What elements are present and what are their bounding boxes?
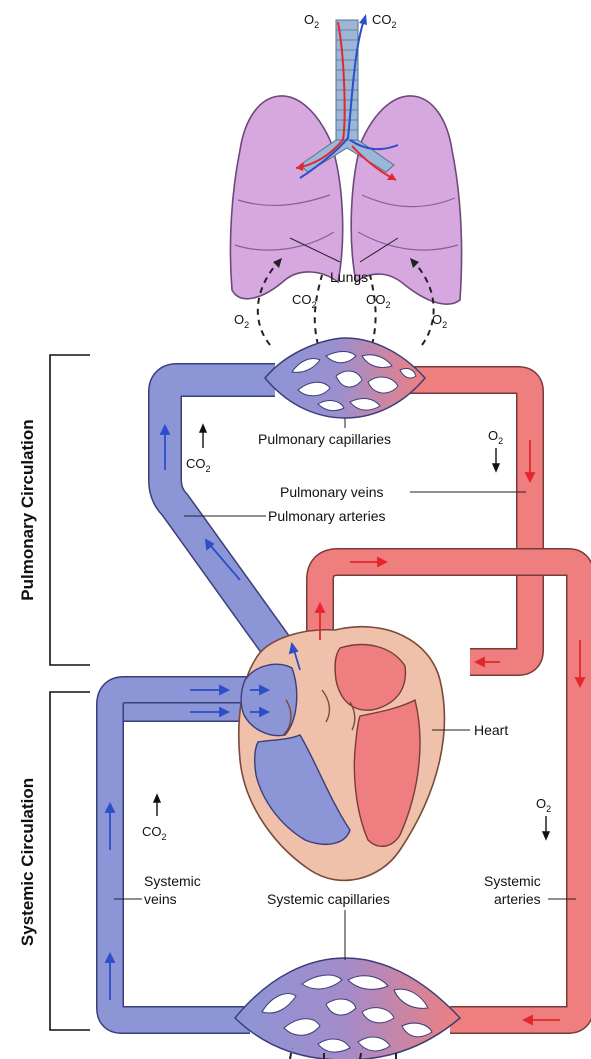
pulmonary-capillaries-label: Pulmonary capillaries bbox=[258, 431, 391, 447]
systemic-arteries-label-line2: arteries bbox=[494, 891, 541, 907]
pulmonary-co2-up-arrow bbox=[200, 425, 206, 448]
heart bbox=[239, 627, 445, 881]
pulmonary-co2-label: CO2 bbox=[186, 456, 211, 474]
pulmonary-veins-label: Pulmonary veins bbox=[280, 484, 384, 500]
lungs bbox=[230, 14, 461, 304]
pulmonary-bracket bbox=[50, 355, 90, 665]
pulmonary-o2-down-arrow bbox=[493, 448, 499, 471]
pulmonary-circulation-label: Pulmonary Circulation bbox=[18, 419, 37, 600]
systemic-bracket bbox=[50, 692, 90, 1030]
systemic-o2-label: O2 bbox=[536, 796, 551, 814]
systemic-veins-label-line1: Systemic bbox=[144, 873, 201, 889]
lungs-label: Lungs bbox=[330, 269, 368, 285]
lung-co2-left-label: CO2 bbox=[292, 292, 317, 310]
trachea-co2-label: CO2 bbox=[372, 12, 397, 30]
systemic-veins-label-line2: veins bbox=[144, 891, 177, 907]
heart-label: Heart bbox=[474, 722, 508, 738]
lung-o2-left-label: O2 bbox=[234, 312, 249, 330]
pulmonary-o2-label: O2 bbox=[488, 428, 503, 446]
lung-co2-right-label: CO2 bbox=[366, 292, 391, 310]
systemic-o2-down-arrow bbox=[543, 816, 549, 839]
trachea-o2-label: O2 bbox=[304, 12, 319, 30]
systemic-vein-vessel bbox=[110, 690, 250, 1020]
pulmonary-arteries-label: Pulmonary arteries bbox=[268, 508, 386, 524]
pulmonary-vein-vessel bbox=[410, 380, 530, 662]
systemic-co2-up-arrow bbox=[154, 795, 160, 816]
systemic-circulation-label: Systemic Circulation bbox=[18, 778, 37, 946]
systemic-capillaries-label: Systemic capillaries bbox=[267, 891, 390, 907]
systemic-arteries-label-line1: Systemic bbox=[484, 873, 541, 889]
pulmonary-capillaries bbox=[265, 338, 425, 418]
left-lung bbox=[230, 96, 342, 299]
systemic-capillaries bbox=[235, 958, 460, 1059]
lung-o2-right-label: O2 bbox=[432, 312, 447, 330]
systemic-co2-label: CO2 bbox=[142, 824, 167, 842]
